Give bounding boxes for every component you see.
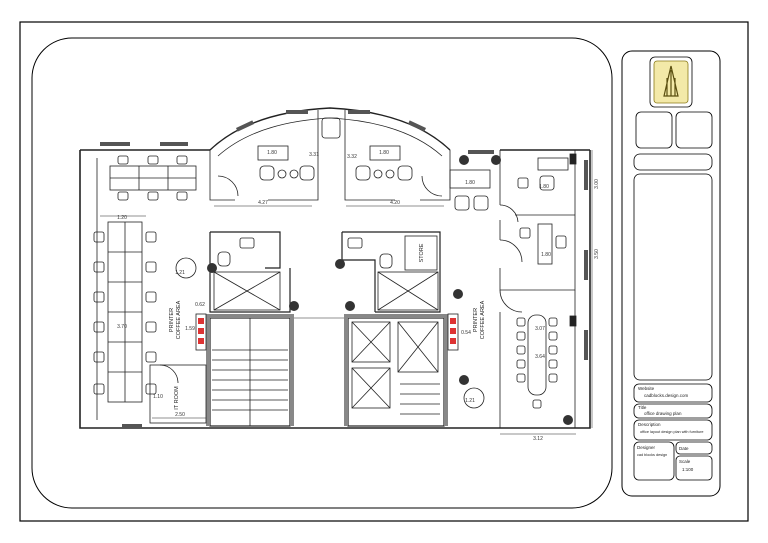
dim-text: 1.59 <box>185 326 195 332</box>
dimension-lines <box>100 150 593 435</box>
stairs-left <box>209 317 291 427</box>
printer-area-left <box>195 313 207 351</box>
tb-cell <box>633 441 675 481</box>
tb-website-value: cadblocks.design.com <box>644 393 689 398</box>
tb-cell <box>633 419 713 441</box>
door-swing <box>217 175 239 197</box>
lift-shaft-left <box>213 271 281 311</box>
office-wall <box>344 110 451 201</box>
round-table <box>175 257 197 279</box>
tb-scale-value: 1:100 <box>682 467 694 472</box>
store-label: STORE <box>419 243 425 262</box>
tb-designer-label: Designer <box>637 445 656 450</box>
window-hatches <box>100 110 588 428</box>
it-room <box>149 364 207 424</box>
door-swing <box>499 289 523 313</box>
office-wall <box>209 110 319 201</box>
tb-description-label: Description <box>638 422 661 427</box>
workstation-cluster-top <box>109 155 197 201</box>
dim-text: 3.12 <box>533 436 543 442</box>
title-block-frame <box>621 50 721 497</box>
dim-text: 0.54 <box>461 330 471 336</box>
core-wall <box>341 231 441 313</box>
building-logo-icon <box>663 65 679 97</box>
store-room <box>404 235 438 271</box>
dim-text: 1.21 <box>465 398 475 404</box>
workstation-cluster-left <box>93 221 157 403</box>
tb-scale-label: Scale <box>679 459 691 464</box>
dim-text: 1.80 <box>267 150 277 156</box>
dim-text: 1.21 <box>175 270 185 276</box>
meeting-table <box>527 314 547 396</box>
dim-text: 1.10 <box>153 394 163 400</box>
it-room-label: IT ROOM <box>174 386 180 410</box>
tb-cell <box>675 111 713 149</box>
tb-cell <box>635 111 673 149</box>
dim-text: 3.64 <box>535 354 545 360</box>
dim-text: 3.32 <box>347 154 357 160</box>
meeting-chairs <box>516 317 558 409</box>
door-swing <box>421 175 443 197</box>
dim-text: 1.20 <box>117 215 127 221</box>
printer-right-label: PRINTER <box>473 308 479 332</box>
dim-text: 1.80 <box>465 180 475 186</box>
tb-cell <box>633 153 713 171</box>
dim-text: 4.27 <box>258 200 268 206</box>
dim-text: 4.20 <box>390 200 400 206</box>
office-wall <box>499 150 576 291</box>
coffee-right-label: COFFEE AREA <box>480 300 486 339</box>
curved-wall <box>209 107 451 151</box>
dim-text: 3.07 <box>535 326 545 332</box>
drawing-frame <box>31 37 613 509</box>
tb-cell <box>633 173 713 381</box>
meeting-room-wall <box>499 290 576 428</box>
door-swing <box>499 204 519 223</box>
tb-date-label: Date <box>679 446 689 451</box>
printer-area-right <box>447 313 459 351</box>
sheet-border <box>19 21 749 522</box>
door-swing <box>499 239 523 263</box>
title-block <box>633 56 713 481</box>
tb-title-value: office drawing plan <box>644 411 682 416</box>
plants <box>207 155 573 425</box>
coffee-left-label: COFFEE AREA <box>176 300 182 339</box>
tb-website-label: Website <box>638 386 655 391</box>
dim-text: 3.50 <box>594 249 600 259</box>
dim-text: 3.31 <box>309 152 319 158</box>
tb-cell <box>675 455 713 481</box>
dim-text: 1.80 <box>539 184 549 190</box>
dim-text: 3.70 <box>117 324 127 330</box>
wc-fixture <box>217 251 231 267</box>
stairs-right <box>347 317 445 427</box>
dim-text: 2.50 <box>175 412 185 418</box>
dim-text: 0.62 <box>195 302 205 308</box>
tb-cell <box>633 383 713 403</box>
lift-shaft-right <box>377 271 439 311</box>
logo-box <box>649 56 693 108</box>
tb-cell <box>675 441 713 455</box>
printer-left-label: PRINTER <box>169 308 175 332</box>
dim-text: 3.00 <box>594 179 600 189</box>
tb-description-value: office layout design plan with furniture <box>640 430 703 434</box>
tb-title-label: Title <box>638 405 647 410</box>
floor-plan <box>79 107 593 435</box>
dim-text: 1.80 <box>541 252 551 258</box>
tb-cell <box>633 403 713 419</box>
core-hatch <box>206 314 448 426</box>
tb-designer-value: cad blocks design <box>637 453 667 457</box>
round-table <box>463 387 485 409</box>
dim-text: 1.80 <box>379 150 389 156</box>
